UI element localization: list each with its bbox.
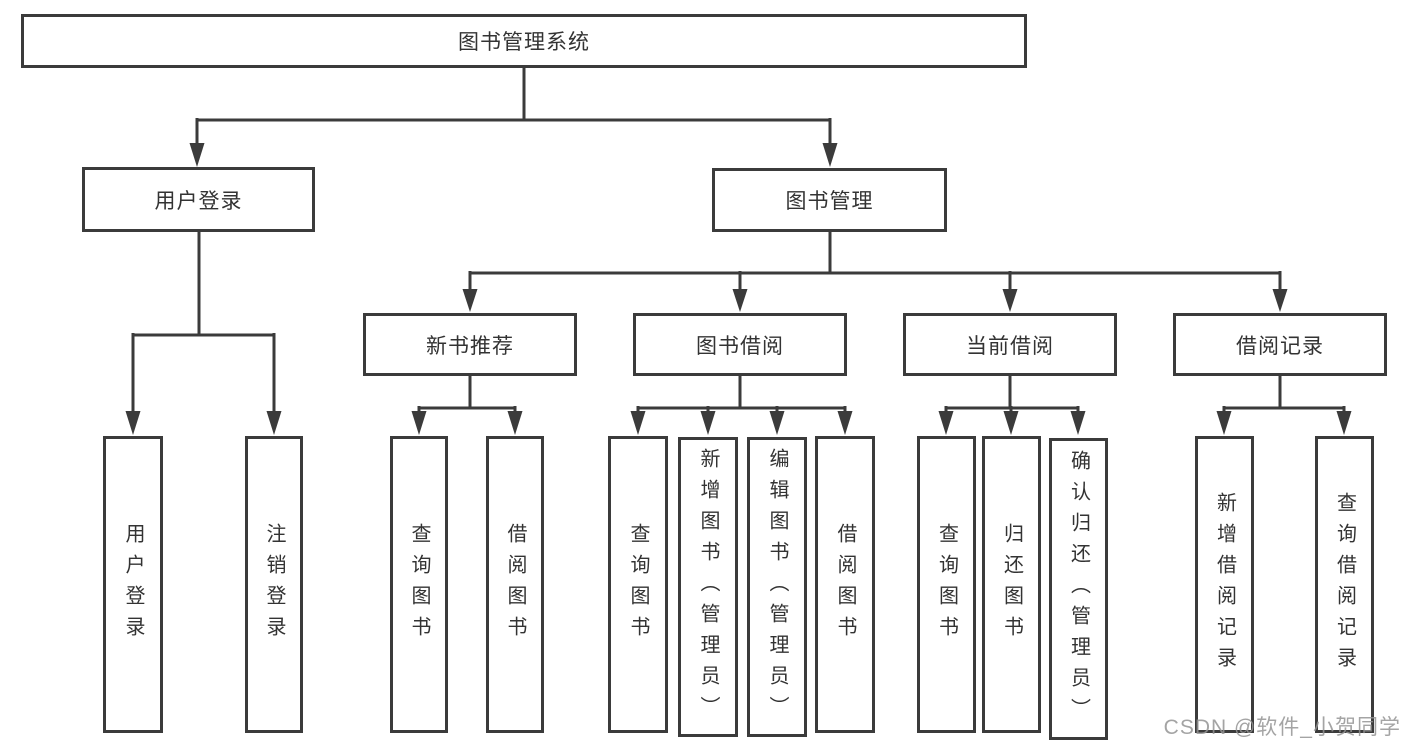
node-label: 借阅图书 [504,522,526,647]
node-label: 当前借阅 [966,334,1054,358]
node-label: 查询图书 [627,522,649,647]
arrowhead-leaf [507,411,523,435]
arrowhead-leaf [1070,411,1086,435]
node-label: 确认归还（管理员） [1067,449,1090,729]
arrowhead-leaf [1216,411,1232,435]
leaf-confirm-return-admin: 确认归还（管理员） [1049,438,1108,740]
node-label: 查询图书 [935,522,958,647]
leaf-query-books-3: 查询图书 [917,436,976,733]
leaf-user-login: 用户登录 [103,436,163,733]
leaf-query-books-2: 查询图书 [608,436,668,733]
node-new-book-recommend: 新书推荐 [363,313,577,376]
node-label: 新书推荐 [426,334,514,358]
arrowhead-leaf [700,411,716,435]
leaf-edit-books-admin: 编辑图书（管理员） [747,437,807,737]
node-label: 借阅图书 [834,522,856,647]
leaf-return-books: 归还图书 [982,436,1041,733]
node-label: 借阅记录 [1236,334,1324,358]
node-label: 归还图书 [1000,522,1023,647]
arrowhead-leaf [837,411,853,435]
arrowhead-user-login [189,143,205,167]
node-label: 编辑图书（管理员） [766,447,788,727]
arrowhead-leaf [411,411,427,435]
leaf-query-books-1: 查询图书 [390,436,448,733]
arrowhead-leaf [1336,411,1352,435]
node-book-borrowing: 图书借阅 [633,313,847,376]
arrowhead-current [1002,289,1018,312]
node-label: 新增图书（管理员） [697,447,719,727]
arrowhead-leaf [769,411,785,435]
node-label: 新增借阅记录 [1213,491,1236,678]
leaf-borrow-books-1: 借阅图书 [486,436,544,733]
arrowhead-leaf-login [125,411,141,435]
arrowhead-leaf [1003,411,1019,435]
node-label: 查询图书 [408,522,430,647]
arrowhead-leaf-logout [266,411,282,435]
leaf-logout: 注销登录 [245,436,303,733]
leaf-add-books-admin: 新增图书（管理员） [678,437,738,737]
node-label: 图书管理系统 [458,31,590,54]
node-label: 用户登录 [154,189,243,213]
leaf-borrow-books-2: 借阅图书 [815,436,875,733]
arrowhead-leaf [938,411,954,435]
node-label: 用户登录 [122,522,144,647]
node-label: 图书管理 [785,190,874,213]
leaf-query-borrow-record: 查询借阅记录 [1315,436,1374,733]
node-user-login: 用户登录 [82,167,315,232]
arrowhead-borrowing [732,289,748,312]
leaf-add-borrow-record: 新增借阅记录 [1195,436,1254,733]
arrowhead-records [1272,289,1288,312]
node-current-borrowing: 当前借阅 [903,313,1117,376]
node-label: 查询借阅记录 [1333,491,1356,678]
arrowhead-newbooks [462,289,478,312]
arrowhead-book-mgmt [822,143,838,167]
watermark: CSDN @软件_小贺同学 [1163,716,1401,739]
node-borrow-records: 借阅记录 [1173,313,1387,376]
arrowhead-leaf [630,411,646,435]
node-library-system-root: 图书管理系统 [21,14,1027,68]
node-label: 注销登录 [263,522,285,647]
node-label: 图书借阅 [696,334,784,358]
node-book-management: 图书管理 [712,168,947,232]
